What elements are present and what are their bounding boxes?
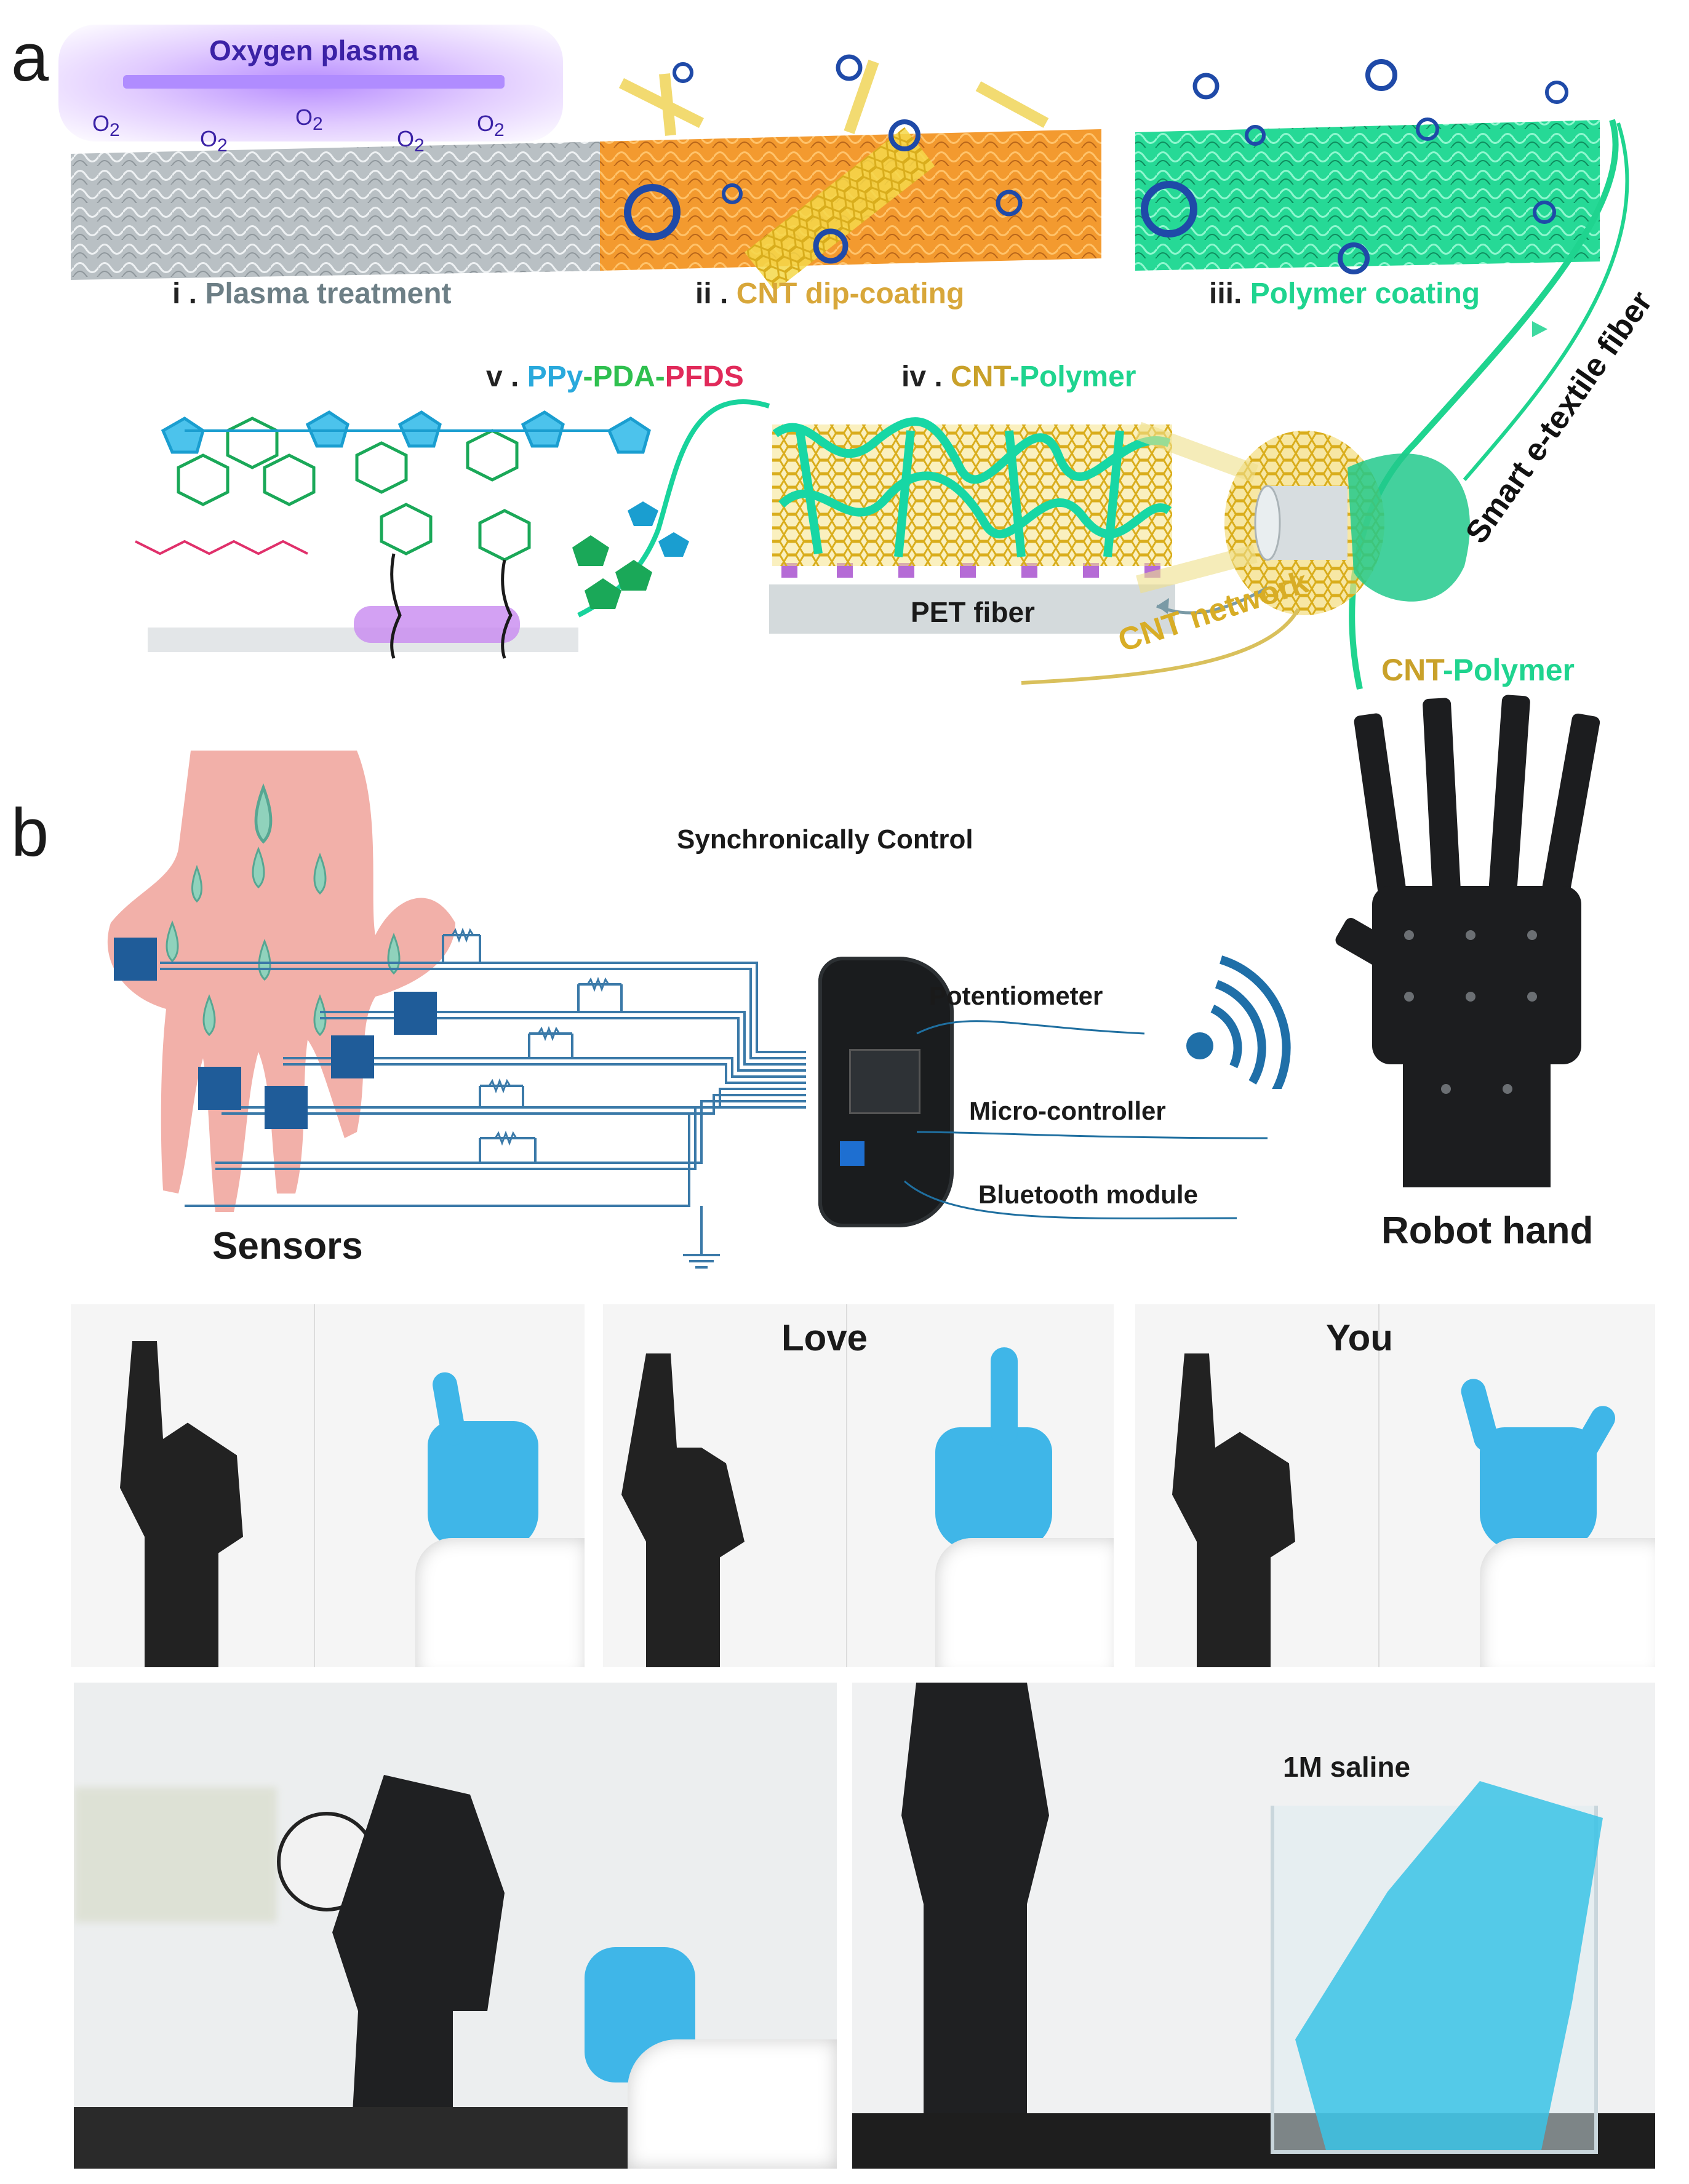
sensor-circuit: [160, 927, 806, 1269]
o2-label: O2: [92, 111, 120, 141]
cnt-tube: [745, 127, 935, 292]
o2-label: O2: [200, 126, 228, 156]
robot-hand: [1335, 695, 1600, 1187]
sensor-pad: [331, 1035, 374, 1078]
step-v-number: v .: [486, 361, 519, 393]
microcontroller-board: [818, 957, 954, 1227]
photo-gesture-love: Love: [603, 1304, 1114, 1667]
step-i-number: i .: [172, 277, 198, 310]
oxygen-plasma-title: Oxygen plasma: [209, 34, 419, 66]
step-ii-number: ii .: [695, 277, 729, 310]
step-iv-polymer: -Polymer: [1010, 361, 1136, 393]
o2-label: O2: [295, 105, 323, 135]
cnt-polymer-cnt: CNT: [1381, 653, 1443, 687]
sensor-pad: [114, 938, 157, 981]
cnt-polymer-polymer: -Polymer: [1443, 653, 1575, 687]
bubbles: [624, 54, 1568, 274]
photo-ball-grasp: [74, 1683, 837, 2169]
sensors-label: Sensors: [212, 1225, 363, 1267]
plasma-treated-mesh: [71, 141, 606, 280]
microcontroller-label: Micro-controller: [969, 1096, 1166, 1125]
polymer-coated-mesh: [1135, 120, 1600, 271]
bluetooth-label: Bluetooth module: [978, 1180, 1198, 1209]
panel-b-label: b: [11, 795, 49, 871]
callout-lines: [904, 1020, 1268, 1219]
pet-fiber-base: [769, 584, 1175, 634]
sync-control-label: Synchronically Control: [677, 824, 973, 855]
plasma-bar: [123, 75, 505, 89]
fiber-core: [1268, 486, 1348, 560]
sensor-pad: [265, 1086, 308, 1129]
o2-label: O2: [397, 126, 425, 156]
panel-a-label: a: [11, 20, 49, 95]
step-v-pfds: PFDS: [665, 361, 744, 393]
pet-fiber-label: PET fiber: [911, 596, 1035, 628]
photo-gesture-1: [71, 1304, 585, 1667]
step-i-label: Plasma treatment: [205, 277, 452, 310]
step-v-ppy: PPy: [527, 361, 583, 393]
step-iv-cnt: CNT: [951, 361, 1010, 393]
step-iii-number: iii.: [1209, 277, 1242, 310]
wireless-icon: [1186, 955, 1291, 1089]
potentiometer-label: Potentiometer: [929, 981, 1103, 1010]
step-iv-number: iv .: [901, 361, 943, 393]
polymer-chains: [772, 417, 1172, 557]
step-ii-label: CNT dip-coating: [736, 277, 965, 310]
human-hand: [107, 751, 455, 1212]
love-label: Love: [781, 1317, 868, 1358]
you-label: You: [1326, 1317, 1393, 1358]
sensor-pad: [394, 992, 437, 1035]
photo-gesture-you: You: [1135, 1304, 1655, 1667]
photo-saline: 1M saline: [852, 1683, 1655, 2169]
o2-label: O2: [477, 111, 505, 141]
sensor-pad: [198, 1067, 241, 1110]
chemical-structure: [135, 410, 689, 659]
saline-label: 1M saline: [1283, 1751, 1411, 1783]
step-iii-label: Polymer coating: [1250, 277, 1480, 310]
robot-hand-label: Robot hand: [1381, 1210, 1594, 1252]
step-v-pda: -PDA-: [583, 361, 665, 393]
panel-a-graphics: [68, 54, 1629, 690]
